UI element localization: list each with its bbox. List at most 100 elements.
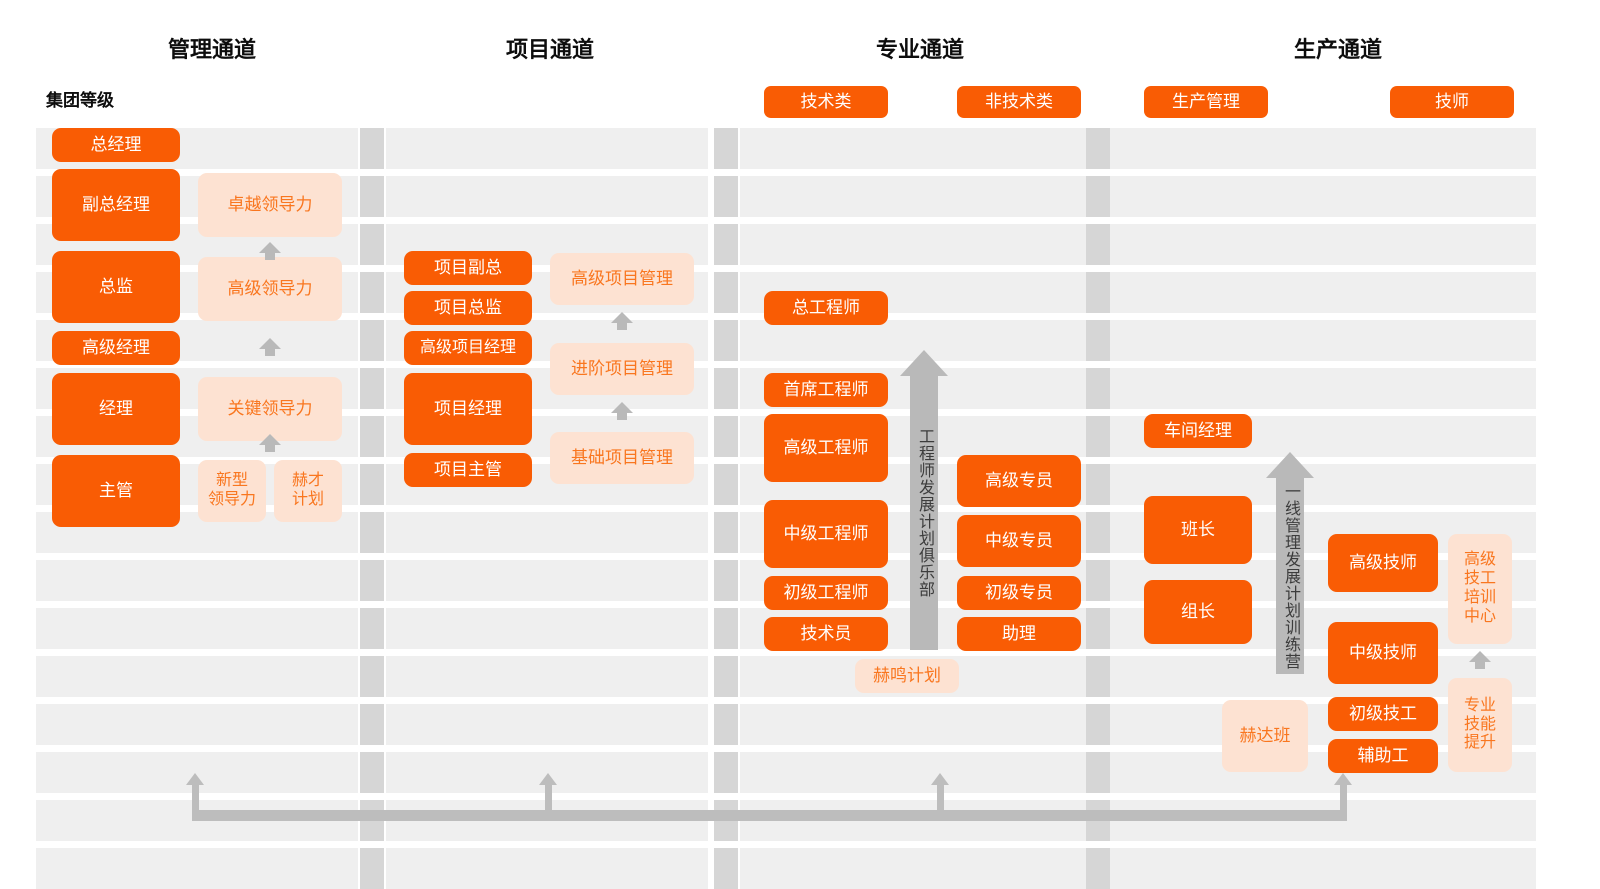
program-advanced-project-management[interactable]: 进阶项目管理 [550, 343, 694, 395]
column-separator [1086, 560, 1110, 601]
column-separator [360, 176, 384, 217]
column-separator [714, 368, 738, 409]
row-band [36, 560, 358, 601]
row-band [1110, 320, 1536, 361]
column-separator [1086, 752, 1110, 793]
row-band [386, 608, 708, 649]
up-arrow-icon-mgmt-1 [259, 242, 281, 260]
column-separator [360, 320, 384, 361]
column-separator [1086, 128, 1110, 169]
position-auxiliary-worker[interactable]: 辅助工 [1328, 739, 1438, 773]
frontline-management-arrow: 一线管理发展计划训练营 [1262, 452, 1318, 674]
row-band [386, 848, 708, 889]
row-band [36, 704, 358, 745]
program-heming-plan[interactable]: 赫鸣计划 [855, 659, 959, 693]
column-separator [1086, 272, 1110, 313]
position-project-manager[interactable]: 项目经理 [404, 373, 532, 445]
arrow-head-icon [900, 350, 948, 376]
position-assistant[interactable]: 助理 [957, 617, 1081, 651]
up-arrow-icon-prod-1 [1469, 651, 1491, 669]
column-separator [714, 512, 738, 553]
position-project-supervisor[interactable]: 项目主管 [404, 453, 532, 487]
column-separator [714, 752, 738, 793]
row-band [386, 560, 708, 601]
position-team-leader[interactable]: 组长 [1144, 580, 1252, 644]
position-general-manager[interactable]: 总经理 [52, 128, 180, 162]
position-project-vp[interactable]: 项目副总 [404, 251, 532, 285]
position-deputy-general-manager[interactable]: 副总经理 [52, 169, 180, 241]
row-band [740, 848, 1092, 889]
engineer-development-arrow-label: 工程师发展计划俱乐部 [916, 428, 933, 598]
column-separator [360, 512, 384, 553]
position-director[interactable]: 总监 [52, 251, 180, 323]
group-level-label: 集团等级 [46, 91, 114, 110]
row-band [386, 512, 708, 553]
position-project-director[interactable]: 项目总监 [404, 291, 532, 325]
position-senior-project-manager[interactable]: 高级项目经理 [404, 331, 532, 365]
column-separator [1086, 512, 1110, 553]
program-heda-class[interactable]: 赫达班 [1222, 700, 1308, 772]
position-senior-technician[interactable]: 高级技师 [1328, 534, 1438, 592]
program-key-leadership[interactable]: 关键领导力 [198, 377, 342, 441]
column-separator [714, 320, 738, 361]
position-technician-staff[interactable]: 技术员 [764, 617, 888, 651]
row-band [36, 656, 358, 697]
row-band [740, 176, 1092, 217]
column-separator [714, 560, 738, 601]
channel-title-professional: 专业通道 [875, 37, 964, 62]
column-separator [360, 272, 384, 313]
row-band [740, 128, 1092, 169]
badge-nontechnical[interactable]: 非技术类 [957, 86, 1081, 118]
position-senior-specialist[interactable]: 高级专员 [957, 455, 1081, 507]
column-separator [360, 656, 384, 697]
position-junior-specialist[interactable]: 初级专员 [957, 576, 1081, 610]
column-separator [360, 224, 384, 265]
position-junior-technician[interactable]: 初级技工 [1328, 697, 1438, 731]
row-band [740, 224, 1092, 265]
position-intermediate-engineer[interactable]: 中级工程师 [764, 500, 888, 568]
badge-technician[interactable]: 技师 [1390, 86, 1514, 118]
frontline-management-arrow-label: 一线管理发展计划训练营 [1282, 482, 1299, 670]
channel-title-management: 管理通道 [167, 37, 256, 62]
column-separator [714, 704, 738, 745]
column-separator [360, 608, 384, 649]
column-separator [360, 128, 384, 169]
position-intermediate-technician[interactable]: 中级技师 [1328, 622, 1438, 684]
row-band [1110, 224, 1536, 265]
program-professional-skill-upgrade[interactable]: 专业 技能 提升 [1448, 678, 1512, 772]
column-separator [1086, 464, 1110, 505]
column-separator [1086, 656, 1110, 697]
program-senior-worker-training-center[interactable]: 高级 技工 培训 中心 [1448, 534, 1512, 644]
column-separator [360, 464, 384, 505]
program-senior-leadership[interactable]: 高级领导力 [198, 257, 342, 321]
column-separator [714, 656, 738, 697]
up-arrow-icon-proj-1 [611, 312, 633, 330]
up-arrow-icon-mgmt-2 [259, 338, 281, 356]
program-hecai-plan[interactable]: 赫才 计划 [274, 460, 342, 522]
column-separator [714, 176, 738, 217]
program-new-leadership[interactable]: 新型 领导力 [198, 460, 266, 522]
column-separator [1086, 416, 1110, 457]
career-ladder-diagram: 管理通道 项目通道 专业通道 生产通道 集团等级 技术类 非技术类 生产管理 技… [36, 37, 1536, 889]
position-senior-engineer[interactable]: 高级工程师 [764, 414, 888, 482]
row-band [1110, 272, 1536, 313]
program-basic-project-management[interactable]: 基础项目管理 [550, 432, 694, 484]
column-separator [360, 368, 384, 409]
position-shift-leader[interactable]: 班长 [1144, 496, 1252, 564]
position-chief-engineer[interactable]: 总工程师 [764, 291, 888, 325]
column-separator [714, 848, 738, 889]
position-principal-engineer[interactable]: 首席工程师 [764, 373, 888, 407]
position-junior-engineer[interactable]: 初级工程师 [764, 576, 888, 610]
badge-production-management[interactable]: 生产管理 [1144, 86, 1268, 118]
position-manager[interactable]: 经理 [52, 373, 180, 445]
engineer-development-arrow: 工程师发展计划俱乐部 [896, 350, 952, 650]
channel-title-project: 项目通道 [505, 37, 594, 62]
program-excellent-leadership[interactable]: 卓越领导力 [198, 173, 342, 237]
position-intermediate-specialist[interactable]: 中级专员 [957, 515, 1081, 567]
badge-technical[interactable]: 技术类 [764, 86, 888, 118]
position-workshop-manager[interactable]: 车间经理 [1144, 414, 1252, 448]
program-senior-project-management[interactable]: 高级项目管理 [550, 253, 694, 305]
row-band [740, 704, 1092, 745]
position-supervisor[interactable]: 主管 [52, 455, 180, 527]
position-senior-manager[interactable]: 高级经理 [52, 331, 180, 365]
